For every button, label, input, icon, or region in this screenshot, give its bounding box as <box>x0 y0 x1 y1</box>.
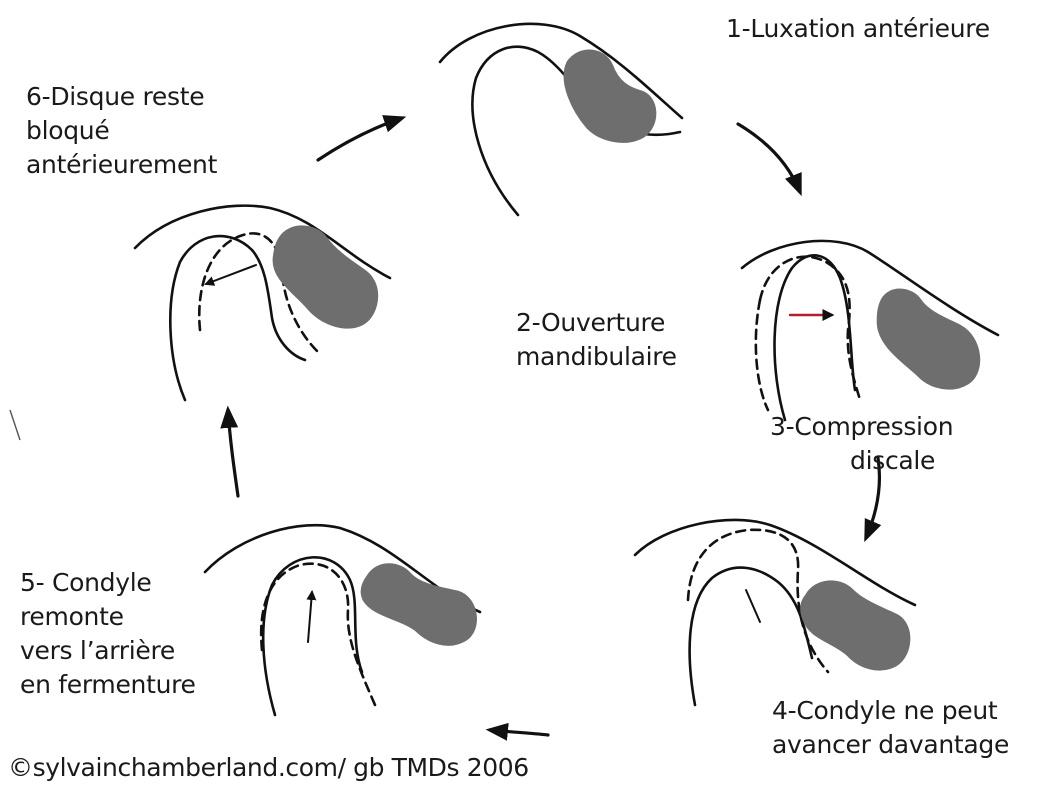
stage-5-label: 5- Condyle remonte vers l’arrière en fer… <box>20 566 196 702</box>
stage-3-label: 3-Compression discale <box>770 410 953 478</box>
stage-3-line-1: 3-Compression <box>770 410 953 444</box>
stage-2-line-2: mandibulaire <box>516 340 677 374</box>
joint-illustration-5 <box>205 525 480 715</box>
cycle-arrow-6-to-1 <box>318 118 402 160</box>
stage-6-line-1: 6-Disque reste <box>26 80 217 114</box>
stage-5-line-1: 5- Condyle <box>20 566 196 600</box>
joint-illustration-6 <box>135 206 390 400</box>
stage-1-line-1: 1-Luxation antérieure <box>726 12 990 46</box>
cycle-arrow-5-to-6 <box>228 410 238 496</box>
stage-5-line-4: en fermenture <box>20 668 196 702</box>
copyright-credit: ©sylvainchamberland.com/ gb TMDs 2006 <box>8 751 529 785</box>
articular-disc-5 <box>362 565 476 645</box>
stage-5-line-2: remonte <box>20 600 196 634</box>
movement-arrow-6 <box>206 265 256 284</box>
articular-disc-6 <box>274 227 377 328</box>
stage-6-line-3: antérieurement <box>26 148 217 182</box>
joint-illustration-3 <box>742 241 998 420</box>
cycle-arrow-4-to-5 <box>490 730 548 735</box>
cycle-arrow-1-to-2 <box>738 124 800 192</box>
stage-1-label: 1-Luxation antérieure <box>726 12 990 46</box>
movement-arrow-5 <box>308 592 312 642</box>
articular-disc-1 <box>565 51 655 142</box>
stage-3-line-2: discale <box>770 444 953 478</box>
stage-2-label: 2-Ouverture mandibulaire <box>516 306 677 374</box>
stage-6-line-2: bloqué <box>26 114 217 148</box>
stage-6-label: 6-Disque reste bloqué antérieurement <box>26 80 217 182</box>
stage-5-line-3: vers l’arrière <box>20 634 196 668</box>
stage-4-line-1: 4-Condyle ne peut <box>772 694 1009 728</box>
stage-4-line-2: avancer davantage <box>772 728 1009 762</box>
articular-disc-3 <box>878 290 979 388</box>
stage-2-line-1: 2-Ouverture <box>516 306 677 340</box>
joint-illustration-4 <box>635 520 915 705</box>
joint-illustration-1 <box>440 24 682 215</box>
stage-4-label: 4-Condyle ne peut avancer davantage <box>772 694 1009 762</box>
